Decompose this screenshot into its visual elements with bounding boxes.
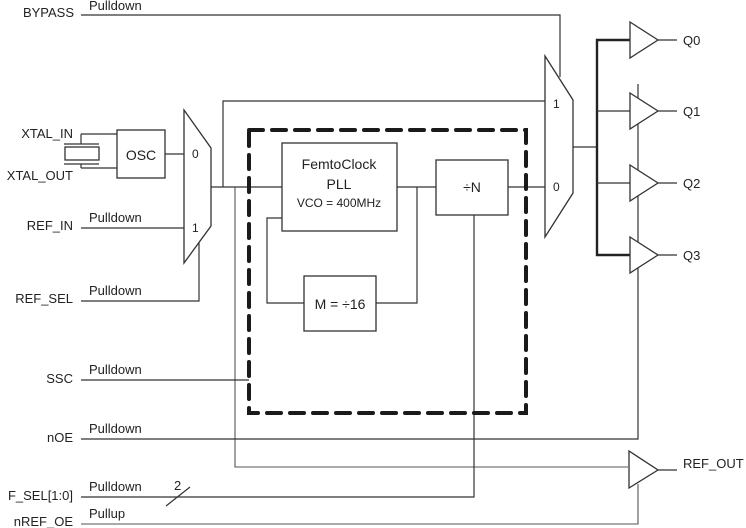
n-divider-block bbox=[435, 159, 509, 216]
nref-oe-pin-label: nREF_OE bbox=[14, 514, 74, 528]
nref-oe-bias-label: Pullup bbox=[89, 506, 125, 521]
f-sel-bus-width: 2 bbox=[174, 478, 181, 493]
bypass-path-wire bbox=[222, 100, 545, 187]
input-mux-in1: 1 bbox=[192, 221, 199, 235]
m-divider-block bbox=[303, 275, 377, 332]
pll-vco: VCO = 400MHz bbox=[297, 196, 381, 210]
f-sel-wire bbox=[81, 215, 475, 498]
output-bus bbox=[595, 38, 630, 257]
crystal-icon bbox=[64, 134, 100, 168]
ref-sel-wire bbox=[81, 242, 200, 302]
noe-bias-label: Pulldown bbox=[89, 421, 142, 436]
buffer-q1 bbox=[629, 91, 677, 131]
buffer-q3 bbox=[629, 235, 677, 275]
f-sel-pin-label: F_SEL[1:0] bbox=[8, 488, 73, 503]
ref-in-bias-label: Pulldown bbox=[89, 210, 142, 225]
output-q2-label: Q2 bbox=[683, 176, 700, 191]
bypass-bias-label: Pulldown bbox=[89, 0, 142, 13]
bypass-mux bbox=[544, 53, 574, 240]
bypass-mux-in0: 0 bbox=[553, 180, 560, 194]
ref-sel-pin-label: REF_SEL bbox=[15, 291, 73, 306]
n-divider-label: ÷N bbox=[463, 179, 481, 195]
bypass-wire bbox=[81, 14, 561, 77]
input-mux-in0: 0 bbox=[192, 147, 199, 161]
noe-wire bbox=[81, 84, 639, 440]
xtal-in-label: XTAL_IN bbox=[21, 126, 73, 141]
bypass-mux-in1: 1 bbox=[553, 97, 560, 111]
osc-block bbox=[116, 129, 166, 179]
noe-pin-label: nOE bbox=[47, 430, 73, 445]
pll-block bbox=[281, 142, 398, 232]
output-q3-label: Q3 bbox=[683, 248, 700, 263]
ref-out-label: REF_OUT bbox=[683, 456, 744, 471]
osc-label: OSC bbox=[126, 147, 156, 163]
pll-title-2: PLL bbox=[327, 176, 352, 192]
ssc-pin-label: SSC bbox=[46, 371, 73, 386]
pll-boundary bbox=[247, 128, 528, 415]
ssc-bias-label: Pulldown bbox=[89, 362, 142, 377]
buffer-q2 bbox=[629, 163, 677, 203]
pll-title-1: FemtoClock bbox=[302, 156, 378, 172]
bus-slash bbox=[165, 486, 191, 507]
buffer-ref-out bbox=[628, 449, 677, 490]
feedback-wire bbox=[376, 187, 418, 304]
bypass-pin-label: BYPASS bbox=[23, 5, 74, 20]
buffer-q0 bbox=[629, 20, 677, 60]
output-q0-label: Q0 bbox=[683, 33, 700, 48]
ref-sel-bias-label: Pulldown bbox=[89, 283, 142, 298]
input-mux bbox=[183, 107, 212, 265]
output-q1-label: Q1 bbox=[683, 104, 700, 119]
xtal-out-label: XTAL_OUT bbox=[7, 168, 73, 183]
feedback-return-wire bbox=[266, 217, 304, 304]
ref-out-feed-wire bbox=[234, 187, 628, 468]
ref-in-pin-label: REF_IN bbox=[27, 218, 73, 233]
f-sel-bias-label: Pulldown bbox=[89, 479, 142, 494]
m-divider-label: M = ÷16 bbox=[315, 296, 366, 312]
nref-oe-wire bbox=[81, 484, 639, 525]
